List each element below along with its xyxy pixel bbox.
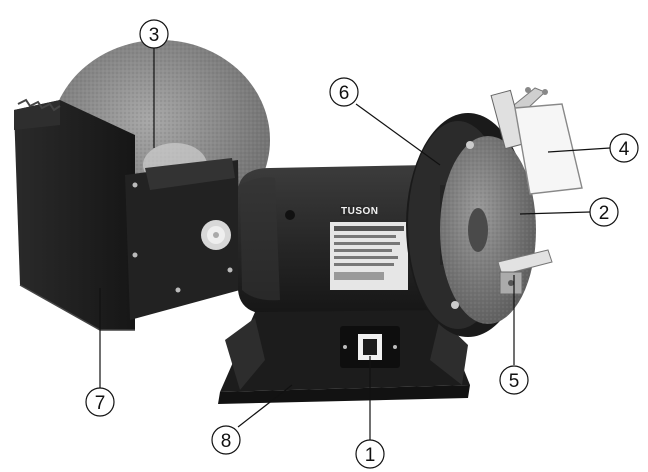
callout-leaders	[99, 48, 611, 440]
svg-text:4: 4	[619, 139, 630, 160]
callout-5: 5	[499, 365, 529, 395]
svg-text:1: 1	[365, 445, 376, 466]
svg-text:6: 6	[339, 83, 350, 104]
callout-3: 3	[139, 19, 169, 49]
eye-shield	[490, 87, 583, 195]
svg-text:3: 3	[149, 25, 160, 46]
gear-housing	[125, 158, 240, 320]
callout-2: 2	[589, 197, 619, 227]
callout-1: 1	[355, 439, 385, 469]
svg-text:5: 5	[509, 371, 520, 392]
water-trough	[14, 98, 135, 331]
callout-6: 6	[329, 77, 359, 107]
guard-bolts	[451, 141, 474, 309]
tool-rest	[497, 249, 553, 295]
callout-4: 4	[609, 133, 639, 163]
callout-8: 8	[211, 425, 241, 455]
svg-text:2: 2	[599, 203, 610, 224]
callout-7: 7	[85, 387, 115, 417]
motor-housing: TUSON	[238, 165, 452, 314]
brand-logo-text: TUSON	[341, 206, 379, 217]
svg-text:7: 7	[95, 393, 106, 414]
power-switch	[340, 326, 400, 368]
grinding-wheel	[440, 136, 536, 324]
svg-text:8: 8	[221, 431, 232, 452]
